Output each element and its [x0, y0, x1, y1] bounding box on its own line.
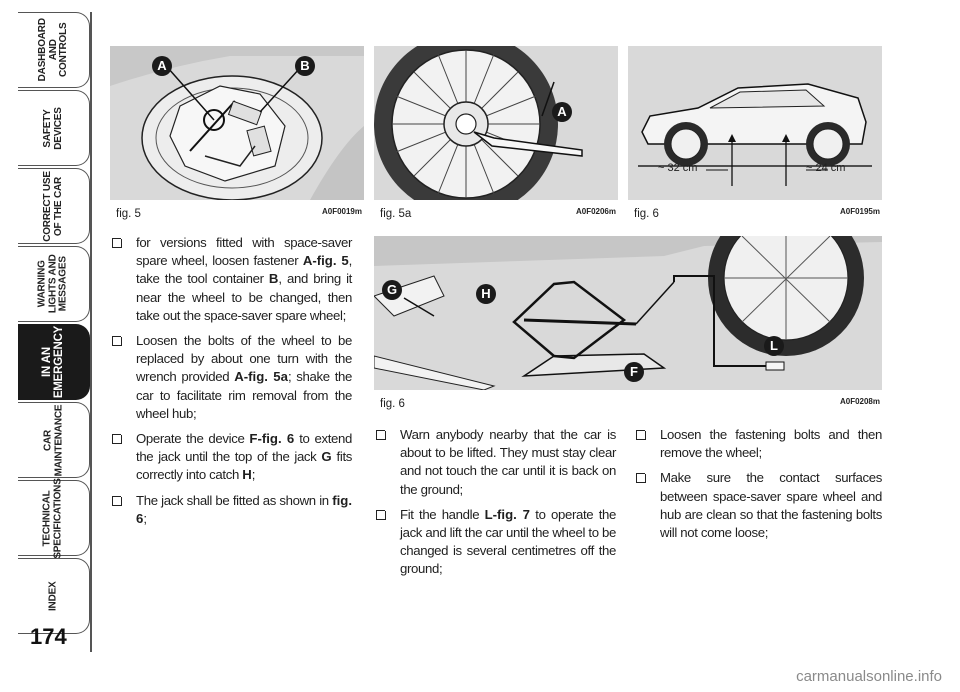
- figure-6-jack: G H F L fig. 6 A0F0208m: [374, 236, 882, 410]
- watermark: carmanualsonline.info: [796, 668, 942, 685]
- checkbox-bullet-icon: [636, 470, 649, 484]
- figure-6-jack-image: G H F L: [374, 236, 882, 390]
- front-distance-label: ~ 32 cm: [658, 162, 698, 174]
- tab-label: CAR MAINTENANCE: [42, 404, 64, 476]
- page-number: 174: [30, 624, 67, 649]
- list-item: Loosen the bolts of the wheel to be repl…: [110, 332, 352, 423]
- tab-label: IN AN EMERGENCY: [41, 325, 66, 399]
- instructions-column-3: Loosen the fastening bolts and then remo…: [634, 426, 882, 549]
- figure-5a: A fig. 5a A0F0206m: [374, 46, 618, 220]
- list-item: Make sure the contact surfaces between s…: [634, 469, 882, 542]
- figure-6-car-image: ~ 32 cm ~ 24 cm: [628, 46, 882, 200]
- list-item: Loosen the fastening bolts and then remo…: [634, 426, 882, 462]
- tab-safety-devices[interactable]: SAFETY DEVICES: [18, 90, 90, 166]
- tab-car-maintenance[interactable]: CAR MAINTENANCE: [18, 402, 90, 478]
- checkbox-bullet-icon: [112, 431, 125, 445]
- figure-code: A0F0019m: [321, 207, 362, 216]
- tab-correct-use[interactable]: CORRECT USE OF THE CAR: [18, 168, 90, 244]
- list-item: Operate the device F-fig. 6 to extend th…: [110, 430, 352, 485]
- tab-label: DASHBOARD AND CONTROLS: [36, 18, 69, 82]
- instructions-column-1: for versions fitted with space-saver spa…: [110, 234, 352, 535]
- tab-dashboard-and-controls[interactable]: DASHBOARD AND CONTROLS: [18, 12, 90, 88]
- callout-a: A: [552, 102, 572, 122]
- list-item: The jack shall be fitted as shown in fig…: [110, 492, 352, 528]
- tab-label: WARNING LIGHTS AND MESSAGES: [36, 254, 69, 314]
- callout-h: H: [476, 284, 496, 304]
- tab-in-an-emergency[interactable]: IN AN EMERGENCY: [18, 324, 90, 400]
- figure-caption: fig. 6: [380, 398, 405, 410]
- callout-a: A: [152, 56, 172, 76]
- checkbox-bullet-icon: [636, 427, 649, 440]
- tab-index[interactable]: INDEX: [18, 558, 90, 634]
- instructions-column-2: Warn anybody nearby that the car is abou…: [374, 426, 616, 586]
- spare-wheel-well-illustration: [110, 46, 364, 200]
- rear-distance-label: ~ 24 cm: [806, 162, 846, 174]
- checkbox-bullet-icon: [112, 235, 125, 248]
- checkbox-bullet-icon: [112, 333, 125, 347]
- sidebar-divider: [90, 12, 92, 652]
- wheel-wrench-illustration: [374, 46, 618, 200]
- list-item: Fit the handle L-fig. 7 to operate the j…: [374, 506, 616, 579]
- figure-5a-image: A: [374, 46, 618, 200]
- callout-l: L: [764, 336, 784, 356]
- figure-code: A0F0208m: [839, 397, 880, 406]
- callout-b: B: [295, 56, 315, 76]
- figure-caption: fig. 5a: [380, 208, 412, 220]
- tab-warning-lights[interactable]: WARNING LIGHTS AND MESSAGES: [18, 246, 90, 322]
- list-item: for versions fitted with space-saver spa…: [110, 234, 352, 325]
- tab-label: SAFETY DEVICES: [41, 106, 64, 150]
- tab-label: INDEX: [47, 581, 59, 611]
- car-jacking-points-illustration: [628, 46, 882, 200]
- checkbox-bullet-icon: [376, 427, 389, 440]
- tab-technical-specifications[interactable]: TECHNICAL SPECIFICATIONS: [18, 477, 90, 559]
- figure-code: A0F0195m: [839, 207, 880, 216]
- figure-caption: fig. 6: [634, 208, 659, 220]
- callout-f: F: [624, 362, 644, 382]
- tab-label: TECHNICAL SPECIFICATIONS: [42, 477, 64, 559]
- figure-code: A0F0206m: [575, 207, 616, 216]
- tab-label: CORRECT USE OF THE CAR: [42, 170, 64, 242]
- figure-5-image: A B: [110, 46, 364, 200]
- checkbox-bullet-icon: [112, 492, 125, 506]
- figure-5: A B fig. 5 A0F0019m: [110, 46, 364, 220]
- checkbox-bullet-icon: [376, 506, 389, 520]
- figure-caption: fig. 5: [116, 208, 141, 220]
- callout-g: G: [382, 280, 402, 300]
- figure-6-car: ~ 32 cm ~ 24 cm fig. 6 A0F0195m: [628, 46, 882, 220]
- list-item: Warn anybody nearby that the car is abou…: [374, 426, 616, 499]
